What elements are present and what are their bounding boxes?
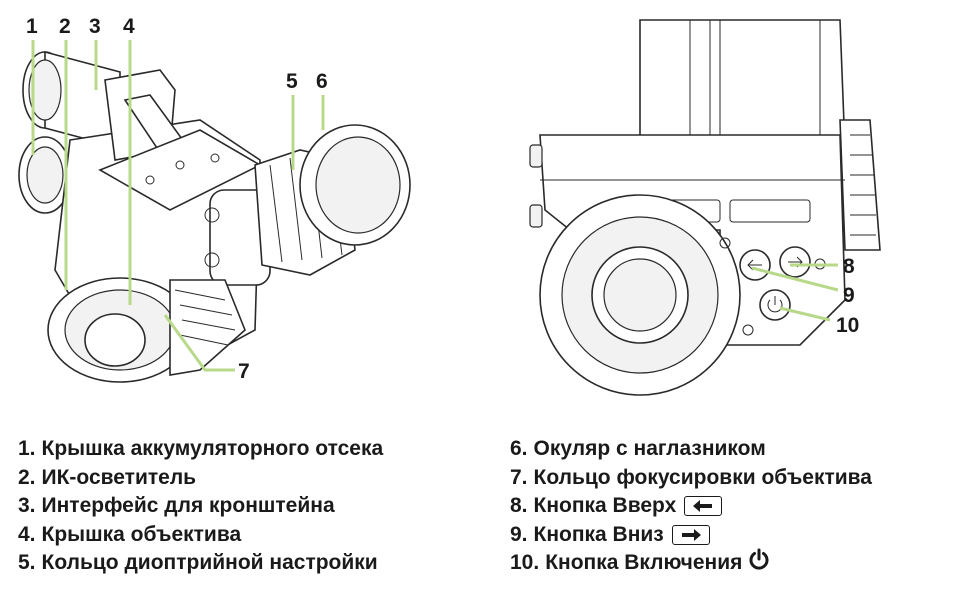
legend-label: ИК-осветитель xyxy=(41,465,197,489)
legend-number: 9. xyxy=(510,522,528,546)
legend-item-5: 5. Кольцо диоптрийной настройки xyxy=(18,549,383,578)
callout-5: 5 xyxy=(286,70,298,93)
legend-label: Кнопка Вниз xyxy=(533,522,664,546)
left-leader-lines xyxy=(31,40,325,372)
left-arrow-key-icon xyxy=(684,496,723,517)
legend-number: 1. xyxy=(18,437,36,460)
legend-label: Крышка аккумуляторного отсека xyxy=(41,437,384,460)
legend-item-1: 1. Крышка аккумуляторного отсека xyxy=(18,435,383,464)
legend-number: 3. xyxy=(18,494,36,518)
legend-label: Интерфейс для кронштейна xyxy=(41,494,335,518)
callout-8: 8 xyxy=(843,255,855,278)
callout-7: 7 xyxy=(238,360,250,383)
right-leader-lines xyxy=(751,263,839,322)
legend-label: Кольцо диоптрийной настройки xyxy=(41,551,378,575)
legend-number: 7. xyxy=(510,465,528,489)
legend-number: 6. xyxy=(510,437,528,460)
legend-item-9: 9. Кнопка Вниз xyxy=(510,521,872,550)
left-callout-numbers: 1 2 3 4 5 6 7 xyxy=(26,15,328,383)
legend-number: 4. xyxy=(18,522,36,546)
legend-number: 2. xyxy=(18,465,36,489)
callout-4: 4 xyxy=(123,15,135,38)
callout-3: 3 xyxy=(89,15,101,38)
device-diagram: 1 2 3 4 5 6 7 xyxy=(18,15,881,396)
callout-9: 9 xyxy=(843,284,855,307)
legend-number: 10. xyxy=(510,551,540,575)
legend-item-2: 2. ИК-осветитель xyxy=(18,464,383,493)
callout-6: 6 xyxy=(316,70,328,93)
legend-item-3: 3. Интерфейс для кронштейна xyxy=(18,492,383,521)
legend-label: Кнопка Включения xyxy=(545,551,743,575)
legend-item-8: 8. Кнопка Вверх xyxy=(510,492,872,521)
legend-item-10: 10. Кнопка Включения xyxy=(510,548,872,579)
legend-right: 6. Окуляр с наглазником 7. Кольцо фокуси… xyxy=(510,435,872,578)
legend-number: 5. xyxy=(18,551,36,575)
right-device-drawing xyxy=(529,19,881,396)
legend-label: Крышка объектива xyxy=(41,522,242,546)
legend-number: 8. xyxy=(510,494,528,518)
legend-item-6: 6. Окуляр с наглазником xyxy=(510,435,872,464)
legend-left: 1. Крышка аккумуляторного отсека 2. ИК-о… xyxy=(18,435,383,578)
callout-2: 2 xyxy=(59,15,71,38)
legend-item-4: 4. Крышка объектива xyxy=(18,521,383,550)
legend-item-7: 7. Кольцо фокусировки объектива xyxy=(510,464,872,493)
left-device-drawing xyxy=(18,50,411,383)
callout-1: 1 xyxy=(26,15,38,38)
power-icon xyxy=(748,548,770,579)
legend-label: Окуляр с наглазником xyxy=(533,437,766,460)
callout-10: 10 xyxy=(836,314,859,337)
legend-label: Кольцо фокусировки объектива xyxy=(533,465,872,489)
right-arrow-key-icon xyxy=(671,525,710,546)
legend-label: Кнопка Вверх xyxy=(533,494,677,518)
right-callout-numbers: 8 9 10 xyxy=(836,255,859,337)
